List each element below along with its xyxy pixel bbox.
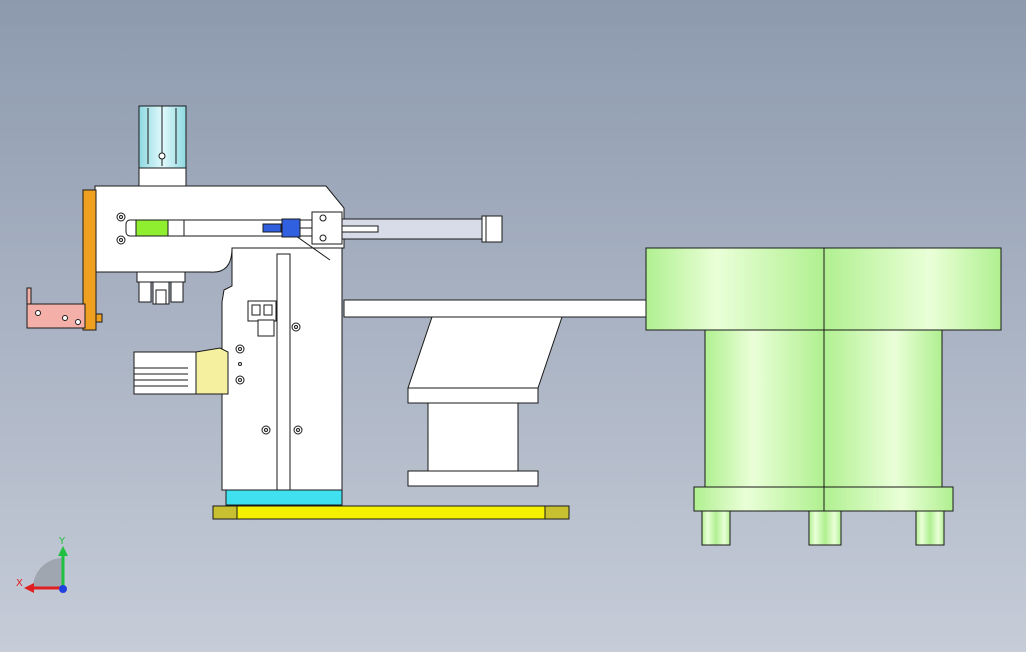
rod-cylinder-clevis bbox=[311, 211, 343, 245]
bracket-tab bbox=[95, 313, 103, 323]
base-plate-end-left bbox=[212, 505, 238, 520]
feeder-support-bottom bbox=[407, 470, 539, 487]
level-indicator-window bbox=[167, 219, 185, 237]
coordinate-triad: X Y bbox=[16, 536, 68, 593]
vertical-mount-bracket[interactable] bbox=[82, 189, 97, 331]
rod-cylinder[interactable] bbox=[262, 211, 503, 245]
bowl-foot-right bbox=[915, 510, 945, 546]
gripper-mount bbox=[195, 347, 229, 395]
triad-x-label: X bbox=[16, 578, 23, 589]
rod-coupling-nut bbox=[281, 218, 301, 238]
rod-coupling bbox=[262, 223, 282, 233]
level-indicator bbox=[135, 219, 169, 237]
triad-z-axis bbox=[59, 585, 67, 593]
gripper-cylinder[interactable] bbox=[133, 347, 229, 395]
gripper-cylinder-body bbox=[133, 351, 197, 395]
feeder-bracket bbox=[407, 316, 563, 389]
triad-y-label: Y bbox=[58, 536, 66, 547]
vibratory-bowl-feeder[interactable] bbox=[645, 247, 1002, 546]
top-slide-cylinder[interactable] bbox=[138, 105, 187, 187]
position-sensor[interactable] bbox=[26, 287, 86, 329]
base-plate-end-right bbox=[544, 505, 570, 520]
arm-screws bbox=[116, 212, 126, 245]
slide-cylinder-base bbox=[138, 165, 187, 187]
feeder-track bbox=[343, 299, 649, 318]
column-slide-rail bbox=[276, 253, 291, 491]
column-limit-block bbox=[247, 300, 277, 337]
base-plate-bar bbox=[236, 505, 546, 520]
feeder-support-web bbox=[427, 402, 519, 472]
bowl-foot-left bbox=[701, 510, 731, 546]
linear-feeder[interactable] bbox=[343, 299, 649, 487]
rod-cylinder-rod bbox=[341, 225, 379, 233]
triad-plane bbox=[33, 558, 63, 588]
rod-cylinder-endcap bbox=[481, 215, 503, 243]
feeder-support-top bbox=[407, 387, 539, 404]
column-base-block[interactable] bbox=[225, 489, 343, 506]
sensor-body bbox=[26, 303, 86, 329]
bowl-foot-middle bbox=[808, 510, 842, 546]
base-plate[interactable] bbox=[212, 505, 570, 520]
gripper-jaws[interactable] bbox=[136, 271, 186, 305]
sensor-pin bbox=[26, 287, 32, 305]
